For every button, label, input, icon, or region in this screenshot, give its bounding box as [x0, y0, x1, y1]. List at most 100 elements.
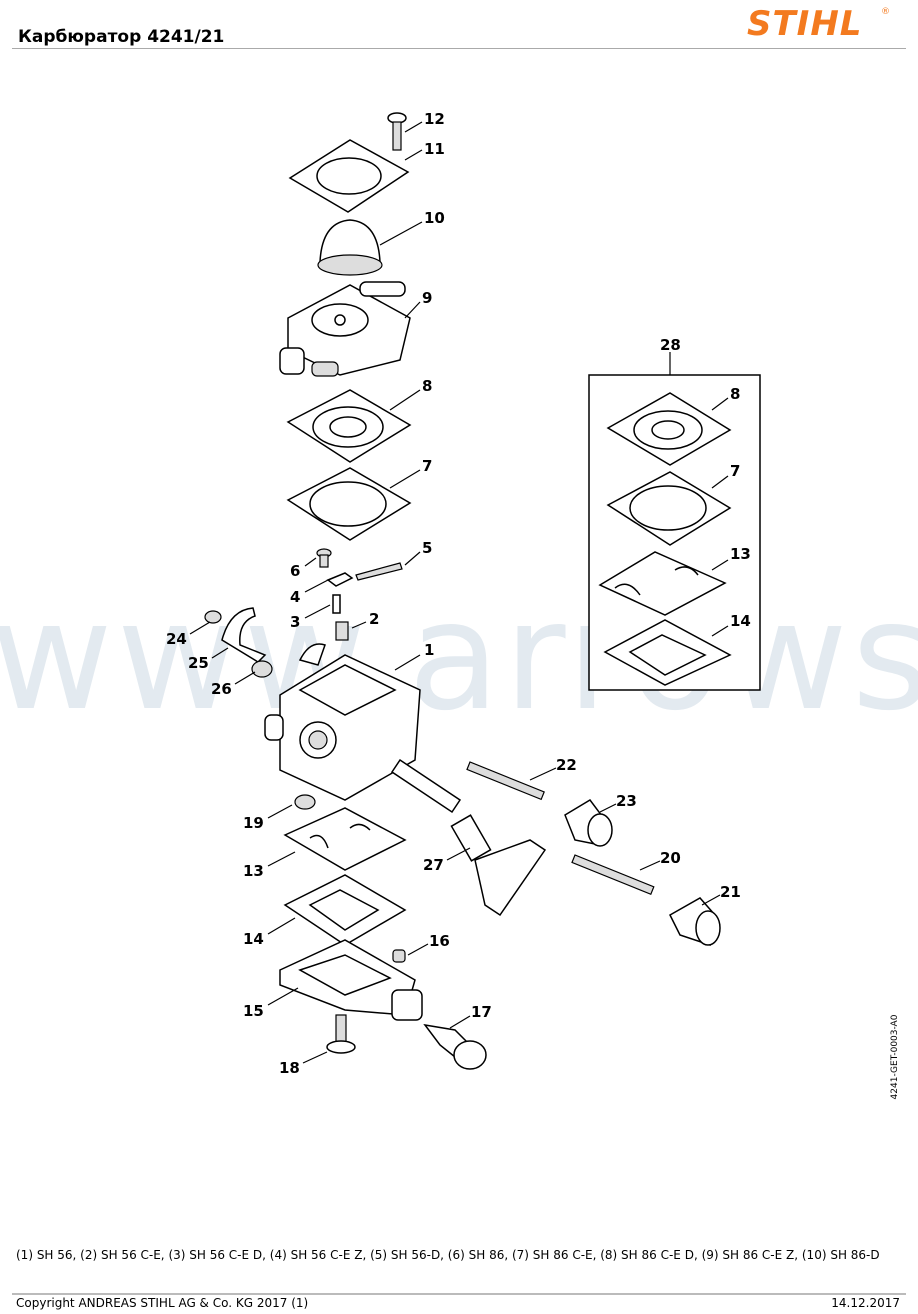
- leader-line: [267, 804, 293, 819]
- leader-line: [529, 767, 557, 781]
- leader-line: [449, 1015, 471, 1029]
- callout-label: 19: [243, 814, 264, 832]
- part-cap-23: [564, 799, 613, 847]
- part-needle-3: [332, 594, 341, 614]
- leader-line: [639, 860, 661, 871]
- part-gasket-14: [283, 874, 407, 946]
- leader-line: [267, 987, 299, 1006]
- callout-label: 23: [616, 792, 637, 810]
- leader-line: [404, 551, 421, 566]
- leader-line: [404, 149, 423, 161]
- leader-line: [267, 917, 296, 935]
- callout-label: 18: [279, 1059, 300, 1077]
- part-spring-2: [335, 621, 349, 641]
- callout-label: 4: [290, 588, 300, 606]
- leader-line: [711, 625, 729, 637]
- part-diaphragm-8: [286, 389, 412, 463]
- callout-label: 13: [243, 862, 264, 880]
- part-cap-21: [669, 897, 721, 946]
- part-screw-20: [571, 854, 655, 896]
- callout-label: 13: [730, 545, 751, 563]
- svg-text:®: ®: [881, 7, 890, 17]
- callout-label: 27: [423, 856, 444, 874]
- kit-callout-labels: 8 7 13 14: [711, 385, 751, 637]
- leader-line: [304, 579, 329, 593]
- callout-label: 7: [730, 462, 740, 480]
- stihl-logo: STIHL ®: [747, 4, 890, 42]
- leader-line: [267, 851, 296, 867]
- part-cover-11: [288, 139, 410, 213]
- callout-label: 6: [290, 562, 300, 580]
- callout-label: 16: [429, 932, 450, 950]
- callout-label: 14: [730, 612, 751, 630]
- callout-label: 7: [422, 457, 432, 475]
- leader-line: [711, 397, 729, 411]
- kit-label: 28: [660, 336, 681, 354]
- callout-label: 14: [243, 930, 264, 948]
- footer-divider: [12, 1293, 906, 1295]
- part-funnel-27: [450, 814, 547, 917]
- callout-label: 3: [290, 613, 300, 631]
- part-lever-4: [326, 572, 354, 587]
- leader-line: [379, 221, 423, 246]
- callout-label: 24: [166, 630, 187, 648]
- date: 14.12.2017: [831, 1296, 900, 1310]
- part-carburetor-1: [264, 643, 462, 814]
- leader-line: [407, 943, 429, 956]
- kit-diaphragm-8: [606, 392, 732, 466]
- leader-line: [211, 647, 229, 659]
- svg-text:STIHL: STIHL: [747, 4, 862, 42]
- copyright: Copyright ANDREAS STIHL AG & Co. KG 2017…: [16, 1296, 309, 1310]
- part-screw-12: [387, 112, 407, 151]
- part-jet-17: [423, 1023, 487, 1070]
- leader-line: [404, 301, 421, 319]
- model-applicability: (1) SH 56, (2) SH 56 C-E, (3) SH 56 C-E …: [16, 1248, 880, 1262]
- callout-label: 10: [424, 209, 445, 227]
- part-cap-16: [392, 949, 406, 963]
- kit-gasket-7: [606, 471, 732, 546]
- part-primer-10: [317, 219, 383, 276]
- part-screw-22: [466, 761, 545, 801]
- part-gasket-13: [283, 807, 407, 871]
- leader-line: [234, 671, 256, 685]
- part-bushing-26: [251, 660, 273, 678]
- part-gasket-7: [286, 467, 412, 541]
- leader-line: [302, 1051, 328, 1064]
- parts-drawings: [204, 112, 761, 1070]
- callout-label: 17: [471, 1003, 492, 1021]
- drawing-code: 4241-GET-0003-A0: [890, 1014, 900, 1100]
- callout-label: 20: [660, 849, 681, 867]
- part-pin-5: [355, 562, 403, 581]
- part-screen-19: [294, 794, 316, 810]
- leader-line: [446, 847, 471, 861]
- callout-label: 8: [730, 385, 740, 403]
- leader-line: [711, 475, 729, 489]
- part-screw-6: [316, 548, 332, 568]
- leader-line: [351, 621, 367, 629]
- leader-line: [711, 559, 729, 571]
- callout-label: 15: [243, 1002, 264, 1020]
- part-cover-15: [279, 939, 423, 1021]
- part-screw-18: [326, 1014, 356, 1054]
- leader-line: [189, 621, 211, 635]
- leader-line: [389, 389, 421, 411]
- callout-label: 5: [422, 539, 432, 557]
- callout-label: 1: [424, 641, 434, 659]
- leader-line: [599, 803, 617, 813]
- callout-label: 22: [556, 756, 577, 774]
- callout-label: 25: [188, 654, 209, 672]
- callout-label: 8: [422, 377, 432, 395]
- leader-line: [304, 604, 331, 619]
- leader-line: [304, 557, 317, 567]
- callout-label: 21: [720, 883, 741, 901]
- kit-gasket-14: [603, 619, 732, 686]
- kit-gasket-13: [598, 551, 727, 616]
- part-housing-9: [279, 281, 411, 377]
- header-divider: [12, 48, 906, 49]
- callout-label: 9: [422, 289, 432, 307]
- callout-label: 11: [424, 140, 445, 158]
- leader-line: [404, 121, 423, 133]
